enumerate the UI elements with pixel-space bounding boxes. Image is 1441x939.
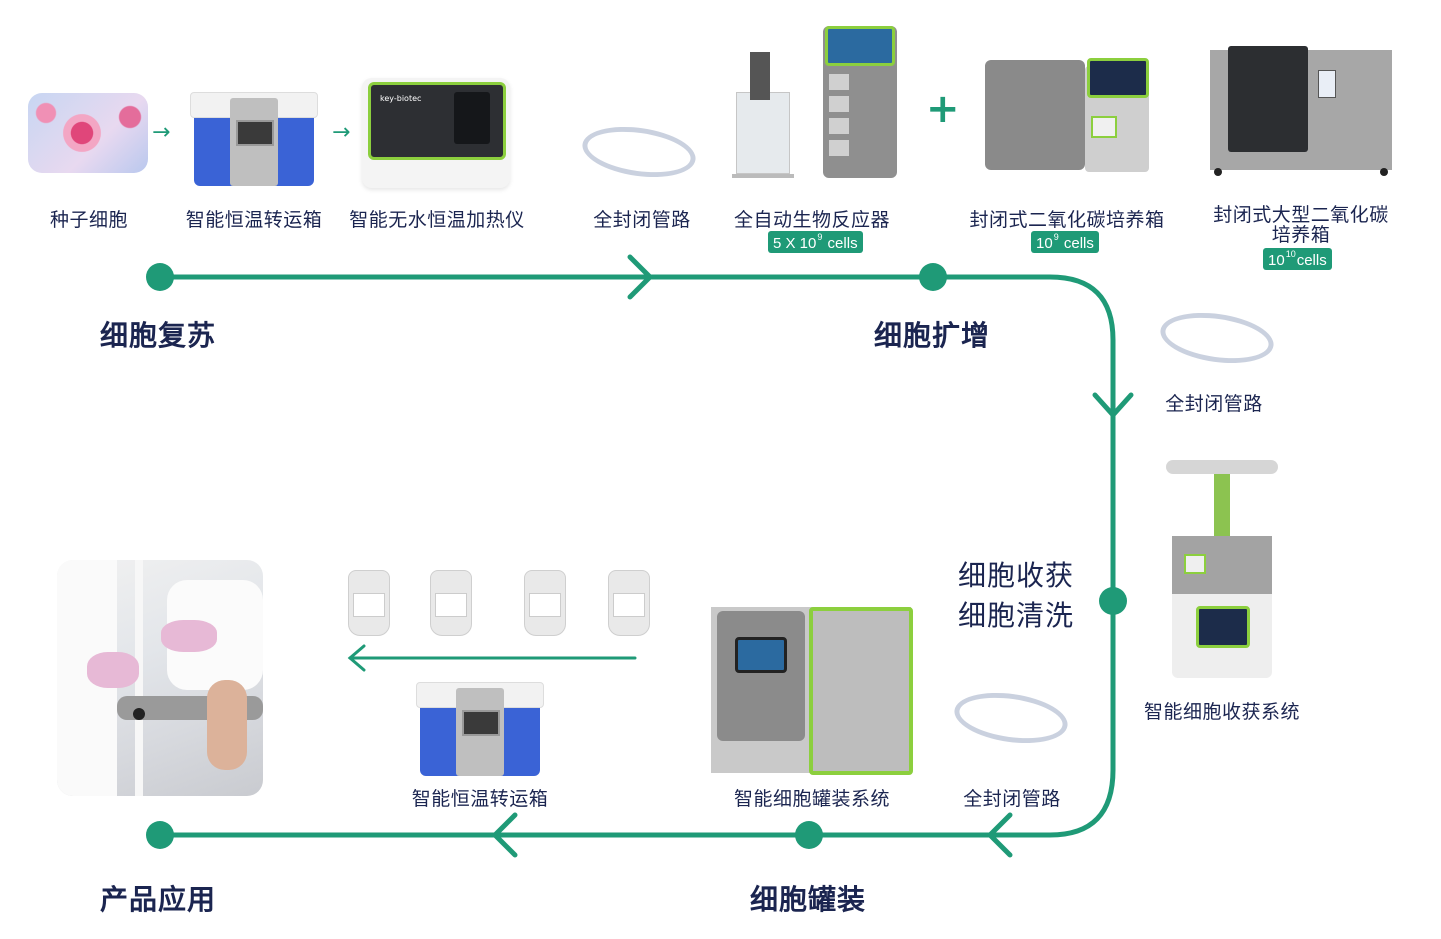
cell-infusion-photo xyxy=(57,560,263,796)
transport-box-image xyxy=(416,680,544,778)
label-large-co2-incubator-line2: 培养箱 xyxy=(1271,224,1331,246)
stage-expansion: 细胞扩增 xyxy=(874,319,991,352)
arrow-right-top xyxy=(627,254,654,300)
cell-filling-system-image xyxy=(711,607,913,775)
cell-bag-image xyxy=(608,570,650,636)
stage-wash: 细胞清洗 xyxy=(958,599,1075,632)
arrow-right-icon: → xyxy=(332,120,351,145)
cell-harvester-image xyxy=(1162,460,1282,686)
node-harvest xyxy=(1099,587,1127,615)
label-large-co2-incubator-line1: 封闭式大型二氧化碳 xyxy=(1213,204,1389,226)
badge-bioreactor-capacity: 5 X 109 cells xyxy=(768,231,863,253)
label-seed-cells: 种子细胞 xyxy=(49,209,128,231)
brand-logo: key-biotec xyxy=(380,94,422,103)
stage-harvest: 细胞收获 xyxy=(958,559,1075,592)
label-transport-box-bottom: 智能恒温转运箱 xyxy=(411,788,549,810)
stage-filling: 细胞罐装 xyxy=(750,883,867,916)
plus-icon: + xyxy=(926,86,960,132)
label-waterless-heater: 智能无水恒温加热仪 xyxy=(349,209,525,231)
node-expansion xyxy=(919,263,947,291)
cell-bags-group xyxy=(318,556,650,640)
bioreactor-controller-image xyxy=(823,26,897,178)
label-closed-tubing: 全封闭管路 xyxy=(593,209,691,231)
cell-bag-image xyxy=(524,570,566,636)
stage-application: 产品应用 xyxy=(100,883,217,916)
label-closed-tubing-bottom: 全封闭管路 xyxy=(963,788,1061,810)
arrow-left-bottom-right xyxy=(986,812,1013,858)
label-co2-incubator: 封闭式二氧化碳培养箱 xyxy=(969,209,1165,231)
label-bioreactor: 全自动生物反应器 xyxy=(733,209,890,231)
arrow-left-bottom-mid xyxy=(491,812,518,858)
stage-recovery: 细胞复苏 xyxy=(100,319,217,352)
bioreactor-image xyxy=(732,32,794,180)
co2-incubator-image xyxy=(985,58,1149,174)
large-co2-incubator-image xyxy=(1210,46,1392,178)
badge-co2-incubator-capacity: 109 cells xyxy=(1031,231,1099,253)
waterless-heater-image: key-biotec xyxy=(362,78,510,188)
node-application xyxy=(146,821,174,849)
node-recovery xyxy=(146,263,174,291)
label-cell-harvester: 智能细胞收获系统 xyxy=(1143,701,1300,723)
bags-arrow-head xyxy=(347,644,366,672)
transport-box-image xyxy=(190,90,318,188)
seed-cells-image xyxy=(28,93,148,173)
flow-line-top xyxy=(157,274,1116,838)
badge-large-co2-incubator-capacity: 1010cells xyxy=(1263,248,1332,270)
label-transport-box: 智能恒温转运箱 xyxy=(185,209,323,231)
label-cell-filling-system: 智能细胞罐装系统 xyxy=(733,788,890,810)
cell-bag-image xyxy=(430,570,472,636)
cell-bag-image xyxy=(348,570,390,636)
arrow-right-icon: → xyxy=(152,120,171,145)
label-closed-tubing-right: 全封闭管路 xyxy=(1165,393,1263,415)
arrow-down-right xyxy=(1092,392,1134,419)
node-filling xyxy=(795,821,823,849)
